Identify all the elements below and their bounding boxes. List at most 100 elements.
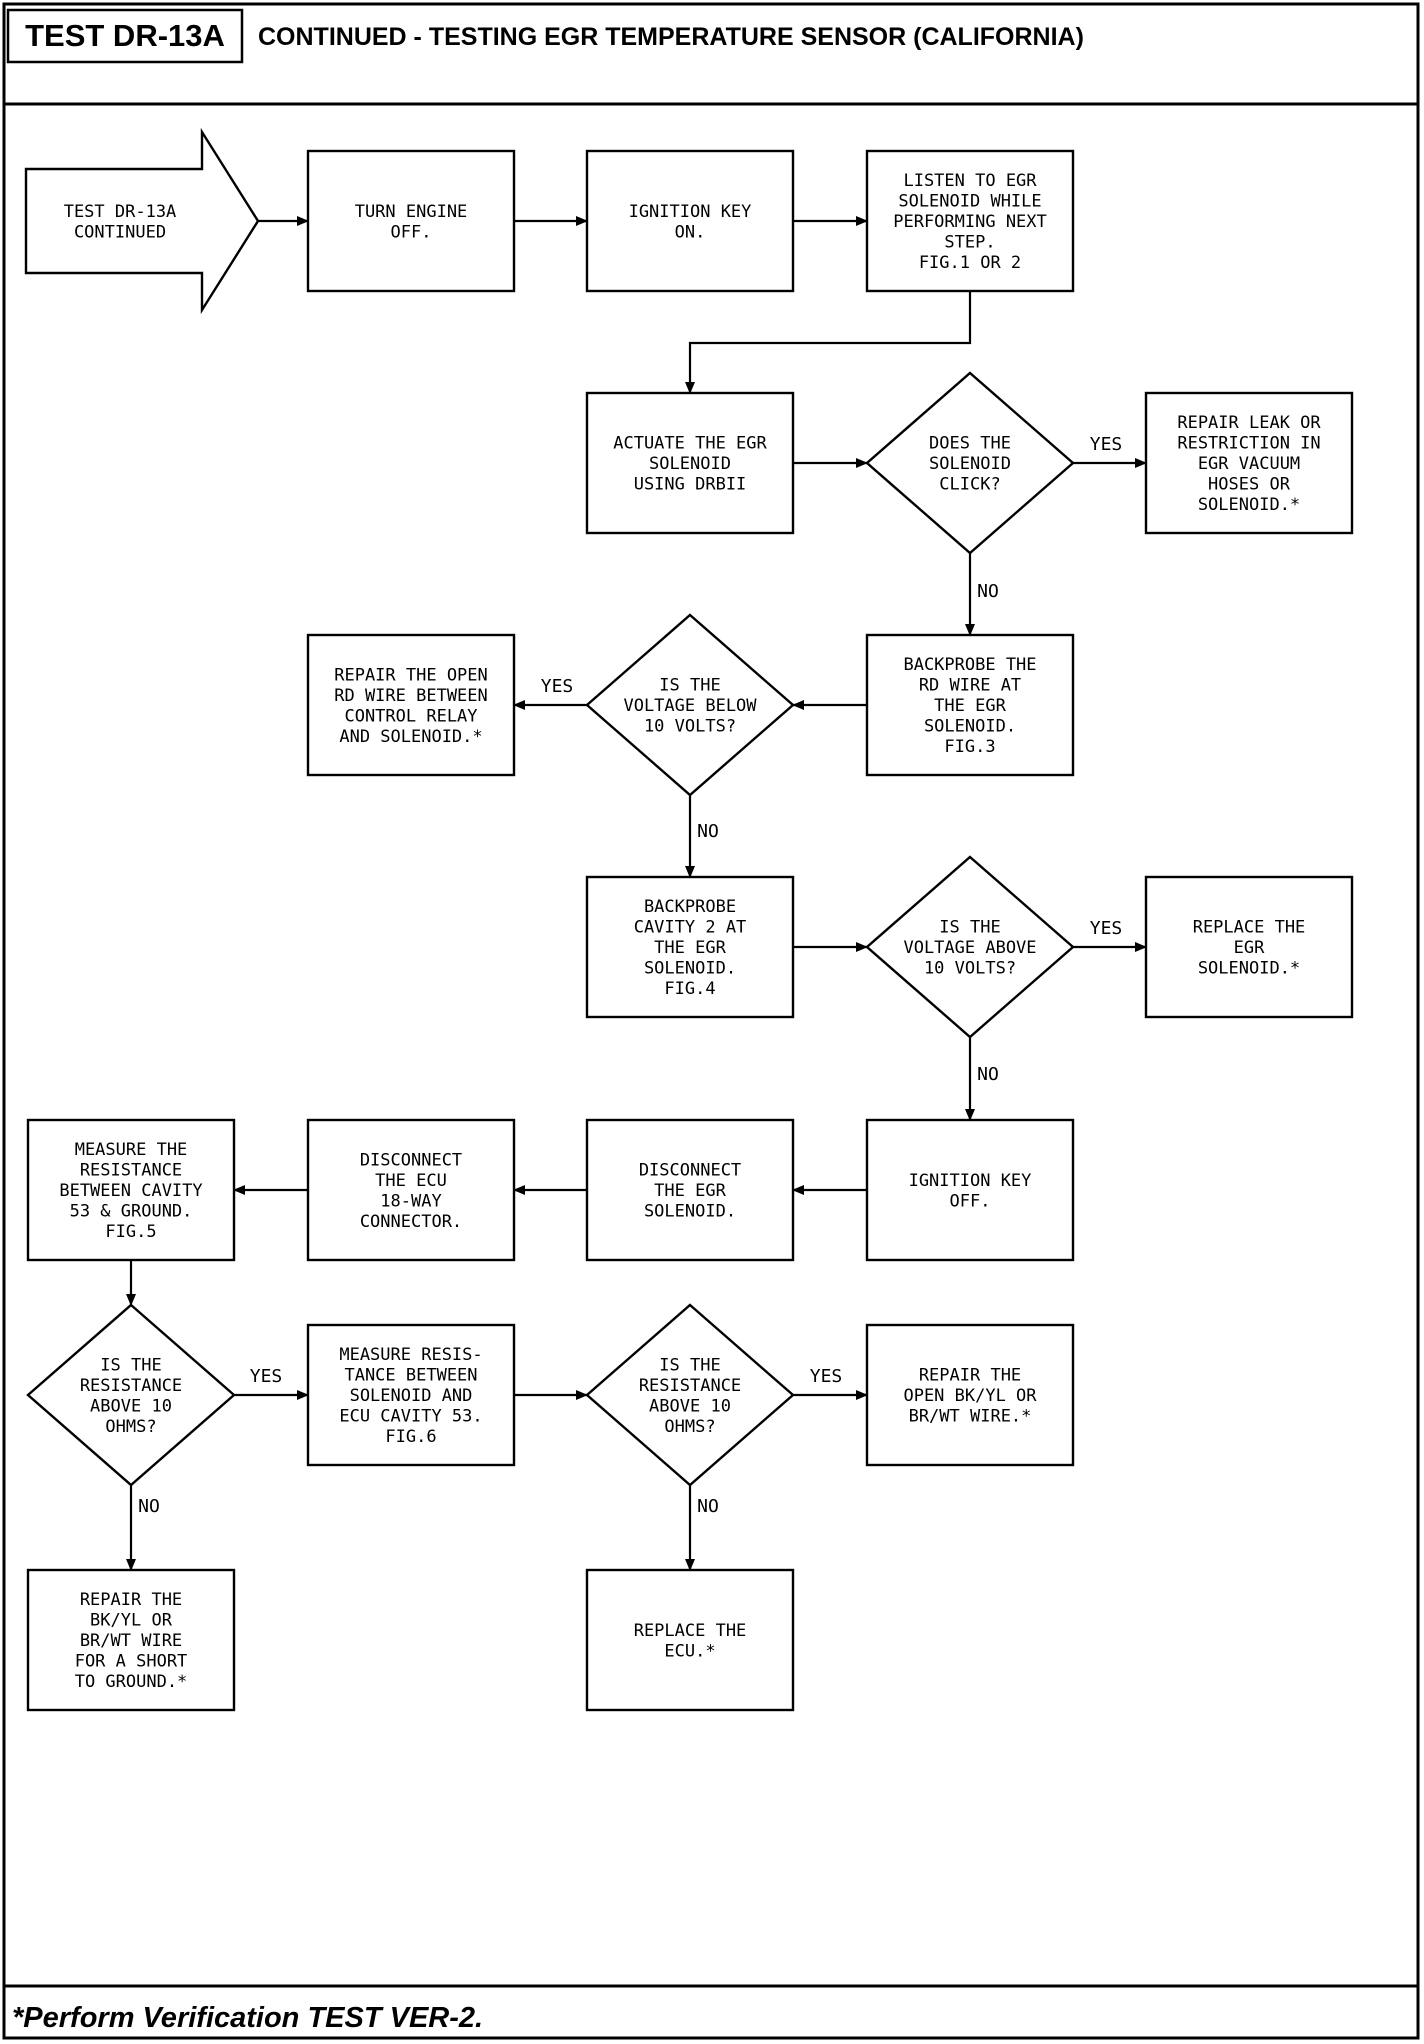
node-text-line: SOLENOID <box>929 454 1011 474</box>
node-text-line: THE EGR <box>654 938 726 958</box>
node-text-line: TEST DR-13A <box>64 202 177 222</box>
edge-label-no: NO <box>977 1064 999 1085</box>
node-text-line: AND SOLENOID.* <box>339 727 482 747</box>
node-text-line: IS THE <box>100 1355 161 1375</box>
process-box <box>585 1118 795 1262</box>
node-text-line: OHMS? <box>664 1417 715 1437</box>
node-text-line: DISCONNECT <box>360 1150 462 1170</box>
process-box <box>306 1118 516 1262</box>
edge-label-no: NO <box>697 1496 719 1517</box>
node-text-line: ABOVE 10 <box>90 1396 172 1416</box>
node-text-line: IGNITION KEY <box>629 202 752 222</box>
node-text-line: IS THE <box>659 1355 720 1375</box>
node-text-line: FIG.1 OR 2 <box>919 253 1021 273</box>
node-text-line: BR/WT WIRE <box>80 1631 182 1651</box>
node-text-line: OFF. <box>391 222 432 242</box>
edge-label-no: NO <box>697 821 719 842</box>
node-text-line: 53 & GROUND. <box>70 1202 193 1222</box>
node-text-line: 10 VOLTS? <box>924 959 1016 979</box>
process-box <box>1144 391 1354 535</box>
node-text-line: OFF. <box>950 1191 991 1211</box>
process-box <box>585 1568 795 1712</box>
node-text-line: CONTINUED <box>74 222 166 242</box>
node-text-line: REPLACE THE <box>634 1621 747 1641</box>
node-text-line: THE EGR <box>934 696 1006 716</box>
node-text-line: ON. <box>675 222 706 242</box>
node-text-line: ECU.* <box>664 1641 715 1661</box>
node-text-line: SOLENOID.* <box>1198 495 1300 515</box>
node-text-line: SOLENOID. <box>644 1202 736 1222</box>
node-text-line: SOLENOID. <box>644 959 736 979</box>
process-box <box>585 391 795 535</box>
node-text-line: RESISTANCE <box>639 1376 741 1396</box>
process-box <box>306 149 516 293</box>
node-text-line: SOLENOID <box>649 454 731 474</box>
node-text-line: RD WIRE AT <box>919 676 1021 696</box>
decision-diamond <box>585 613 795 797</box>
node-text-line: OHMS? <box>105 1417 156 1437</box>
node-text-line: BK/YL OR <box>90 1611 173 1631</box>
node-text-line: EGR VACUUM <box>1198 454 1300 474</box>
node-text-line: DISCONNECT <box>639 1161 741 1181</box>
node-text-line: REPAIR THE OPEN <box>334 665 488 685</box>
node-text-line: HOSES OR <box>1208 475 1291 495</box>
node-text-line: CONTROL RELAY <box>344 706 477 726</box>
node-text-line: MEASURE THE <box>75 1140 188 1160</box>
edge-label-yes: YES <box>1090 918 1123 939</box>
node-text-line: CONNECTOR. <box>360 1212 462 1232</box>
node-text-line: SOLENOID.* <box>1198 959 1300 979</box>
edge-label-yes: YES <box>810 1366 843 1387</box>
node-text-line: TANCE BETWEEN <box>344 1366 477 1386</box>
process-box <box>865 149 1075 293</box>
node-text-line: CAVITY 2 AT <box>634 918 747 938</box>
node-text-line: SOLENOID AND <box>350 1386 473 1406</box>
verification-note: *Perform Verification TEST VER-2. <box>12 2002 483 2034</box>
process-box <box>1144 875 1354 1019</box>
test-id-box <box>6 8 244 64</box>
node-text-line: IS THE <box>659 676 720 696</box>
edge-label-no: NO <box>977 581 999 602</box>
node-text-line: REPAIR THE <box>80 1590 182 1610</box>
decision-diamond <box>865 371 1075 555</box>
node-text-line: BR/WT WIRE.* <box>909 1407 1032 1427</box>
node-text-line: MEASURE RESIS- <box>339 1345 482 1365</box>
node-text-line: SOLENOID. <box>924 717 1016 737</box>
edge-label-yes: YES <box>541 676 574 697</box>
node-text-line: PERFORMING NEXT <box>893 212 1047 232</box>
node-text-line: RESISTANCE <box>80 1376 182 1396</box>
process-box <box>26 1118 236 1262</box>
connector-listen-egr-solenoid-to-actuate-egr-solenoid <box>685 291 972 394</box>
node-text-line: IS THE <box>939 918 1000 938</box>
process-box <box>306 633 516 777</box>
node-text-line: OPEN BK/YL OR <box>903 1386 1037 1406</box>
node-text-line: FOR A SHORT <box>75 1652 188 1672</box>
process-box <box>865 1118 1075 1262</box>
process-box <box>585 875 795 1019</box>
node-text-line: ECU CAVITY 53. <box>339 1407 482 1427</box>
node-text-line: ABOVE 10 <box>649 1396 731 1416</box>
node-text-line: USING DRBII <box>634 475 747 495</box>
node-text-line: LISTEN TO EGR <box>903 171 1037 191</box>
node-text-line: THE ECU <box>375 1171 447 1191</box>
edge-label-yes: YES <box>1090 434 1123 455</box>
process-box <box>306 1323 516 1467</box>
node-text-line: EGR <box>1234 938 1265 958</box>
node-text-line: FIG.3 <box>944 737 995 757</box>
node-text-line: RESISTANCE <box>80 1161 182 1181</box>
decision-diamond <box>26 1303 236 1487</box>
process-box <box>26 1568 236 1712</box>
